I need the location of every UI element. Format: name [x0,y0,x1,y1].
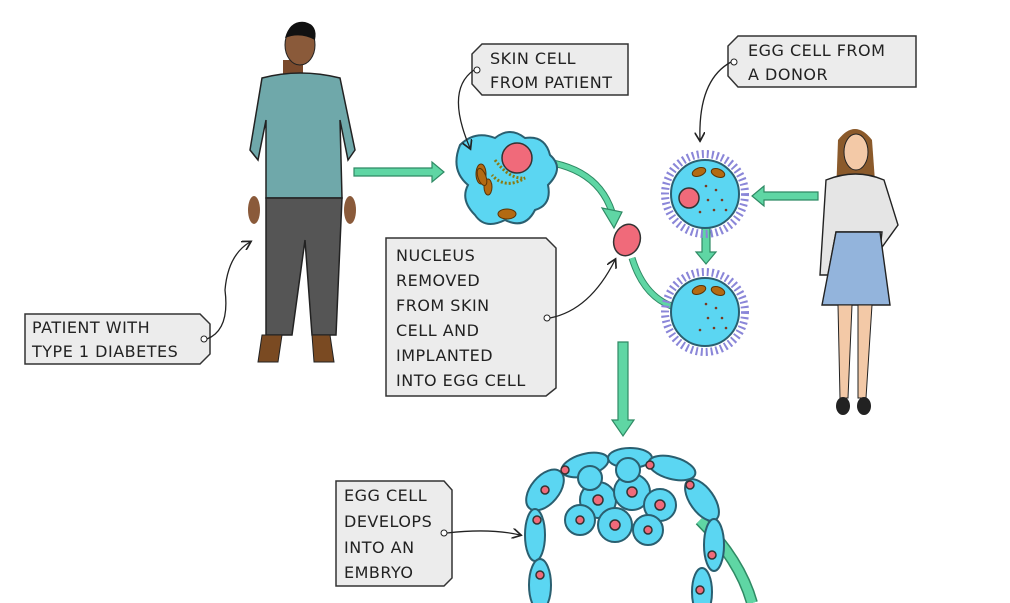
svg-text:INTO AN: INTO AN [344,538,415,557]
skin-cell-nucleus [501,142,533,174]
svg-text:IMPLANTED: IMPLANTED [396,346,493,365]
svg-text:DEVELOPS: DEVELOPS [344,512,432,531]
svg-text:FROM SKIN: FROM SKIN [396,296,490,315]
svg-text:SKIN CELL: SKIN CELL [490,49,576,68]
svg-text:REMOVED: REMOVED [396,271,480,290]
svg-text:EGG CELL: EGG CELL [344,486,427,505]
svg-text:TYPE 1 DIABETES: TYPE 1 DIABETES [31,342,178,361]
skin-cell [455,131,558,225]
arrow-donor-to-egg [751,184,819,208]
svg-text:FROM PATIENT: FROM PATIENT [490,73,612,92]
label-embryo: EGG CELL DEVELOPS INTO AN EMBRYO [335,480,520,587]
embryo [524,447,758,603]
donor-figure [819,129,899,415]
svg-text:CELL AND: CELL AND [396,321,479,340]
svg-text:EGG CELL FROM: EGG CELL FROM [748,41,885,60]
svg-text:PATIENT WITH: PATIENT WITH [32,318,150,337]
svg-text:EMBRYO: EMBRYO [344,563,413,582]
donor-egg-cell [661,150,749,238]
label-egg-donor: EGG CELL FROM A DONOR [700,35,917,140]
svg-text:INTO EGG CELL: INTO EGG CELL [396,371,526,390]
svg-text:NUCLEUS: NUCLEUS [396,246,475,265]
arrow-down-to-embryo [610,341,636,438]
arrow-patient-to-skin-cell [353,160,445,184]
recipient-egg-cell [661,268,749,356]
isolated-nucleus [612,223,642,257]
egg-nucleus [678,187,700,209]
label-nucleus-removed: NUCLEUS REMOVED FROM SKIN CELL AND IMPLA… [385,237,615,397]
label-skin-cell: SKIN CELL FROM PATIENT [457,43,629,148]
label-patient: PATIENT WITH TYPE 1 DIABETES [24,242,250,365]
arrow-egg-down [694,227,718,265]
svg-text:A DONOR: A DONOR [748,65,828,84]
patient-figure [248,21,356,363]
